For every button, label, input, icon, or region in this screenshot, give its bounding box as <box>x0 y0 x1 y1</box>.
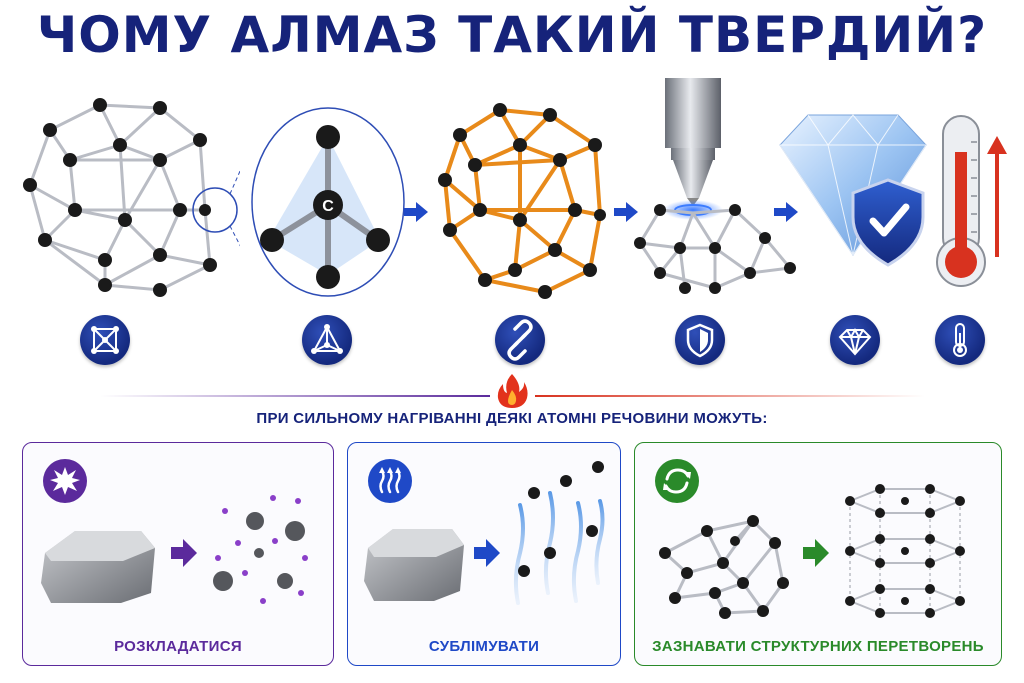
diamond-shield-illustration <box>779 114 927 267</box>
rising-vapor-icon <box>368 459 412 503</box>
panel-decompose: РОЗКЛАДАТИСЯ <box>22 442 334 666</box>
shield-icon <box>675 315 725 365</box>
tetrahedron-icon <box>302 315 352 365</box>
cube-lattice-icon <box>80 315 130 365</box>
panel-label-sublimate: СУБЛІМУВАТИ <box>428 638 540 655</box>
indentation-test-illustration <box>634 78 796 294</box>
explosion-icon <box>43 459 87 503</box>
panel-sublimate: СУБЛІМУВАТИ <box>347 442 621 666</box>
panel-label-decompose: РОЗКЛАДАТИСЯ <box>114 638 242 655</box>
transform-illustration <box>659 484 965 619</box>
decompose-illustration <box>41 495 308 604</box>
arrow-right-icon <box>614 202 638 222</box>
flame-icon <box>497 374 528 408</box>
carbon-atom-label: C <box>322 198 334 215</box>
cycle-arrows-icon <box>655 459 699 503</box>
separator-right <box>535 395 925 397</box>
panel-transform: ЗАЗНАВАТИ СТРУКТУРНИХ ПЕРЕТВОРЕНЬ <box>634 442 1002 666</box>
page-title: ЧОМУ АЛМАЗ ТАКИЙ ТВЕРДИЙ? <box>36 6 988 64</box>
arrow-right-icon <box>404 202 428 222</box>
diamond-icon <box>830 315 880 365</box>
diamond-lattice-illustration <box>23 98 240 297</box>
section-subtitle: ПРИ СИЛЬНОМУ НАГРІВАННІ ДЕЯКІ АТОМНІ РЕЧ… <box>256 410 768 427</box>
sublimate-illustration <box>364 461 605 605</box>
tetrahedral-carbon-illustration: C <box>251 107 405 297</box>
chain-link-icon <box>495 315 545 365</box>
arrow-right-icon <box>774 202 798 222</box>
panel-label-transform: ЗАЗНАВАТИ СТРУКТУРНИХ ПЕРЕТВОРЕНЬ <box>652 638 984 655</box>
covalent-bonds-illustration <box>438 103 606 299</box>
thermometer-illustration <box>936 115 1007 287</box>
separator-left <box>100 395 490 397</box>
thermometer-icon <box>935 315 985 365</box>
